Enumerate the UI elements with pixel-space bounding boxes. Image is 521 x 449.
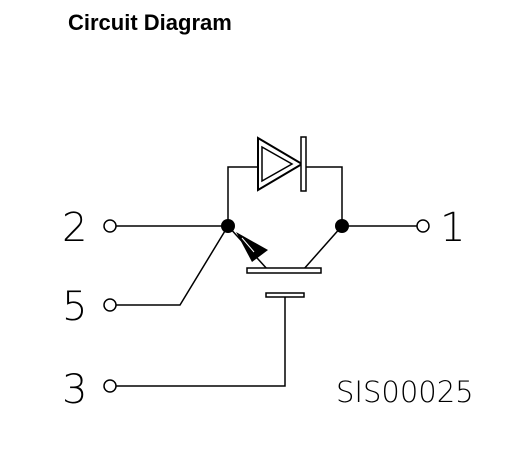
pin-label-3: 3 bbox=[62, 367, 87, 413]
terminal-5 bbox=[103, 298, 117, 312]
igbt-emitter bbox=[227, 225, 269, 271]
igbt-gate-bar bbox=[265, 292, 305, 298]
pin-label-5: 5 bbox=[62, 284, 87, 330]
wire-pin-3 bbox=[116, 297, 286, 387]
pin-label-2: 2 bbox=[62, 205, 87, 251]
freewheeling-diode bbox=[257, 136, 307, 192]
diagram-title: Circuit Diagram bbox=[68, 10, 232, 35]
terminal-2 bbox=[103, 219, 117, 233]
igbt-channel-bar bbox=[246, 267, 322, 274]
wire-diode-right bbox=[304, 166, 343, 226]
pin-label-1: 1 bbox=[440, 205, 465, 251]
igbt-collector bbox=[302, 225, 343, 271]
reference-label: SIS00025 bbox=[336, 375, 474, 409]
terminal-1 bbox=[416, 219, 430, 233]
wire-diode-left bbox=[227, 166, 258, 226]
wire-pin-5 bbox=[116, 225, 229, 306]
terminal-3 bbox=[103, 379, 117, 393]
